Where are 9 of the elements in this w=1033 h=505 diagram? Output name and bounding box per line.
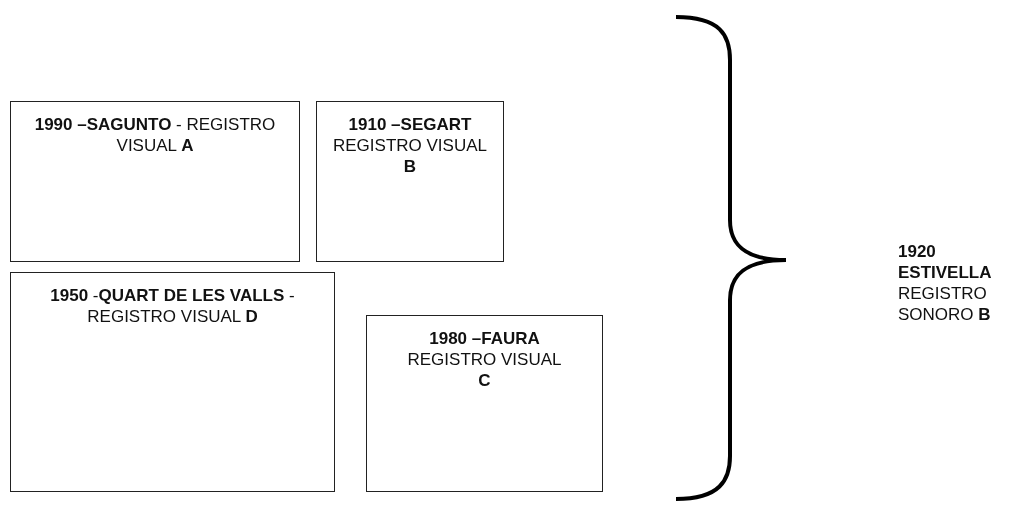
text-box [316, 101, 504, 262]
text-box [10, 272, 335, 492]
text-box [10, 101, 300, 262]
box-text: 1980 –FAURA REGISTRO VISUAL C [406, 328, 563, 391]
box-text: 1990 –SAGUNTO - REGISTRO VISUAL A [33, 114, 277, 156]
group-caption: 1920 ESTIVELLA REGISTRO SONORO B [898, 241, 993, 325]
box-text: 1950 -QUART DE LES VALLS -REGISTRO VISUAL D [49, 285, 296, 327]
box-text: 1910 –SEGART REGISTRO VISUAL B [332, 114, 488, 177]
text-box [366, 315, 603, 492]
